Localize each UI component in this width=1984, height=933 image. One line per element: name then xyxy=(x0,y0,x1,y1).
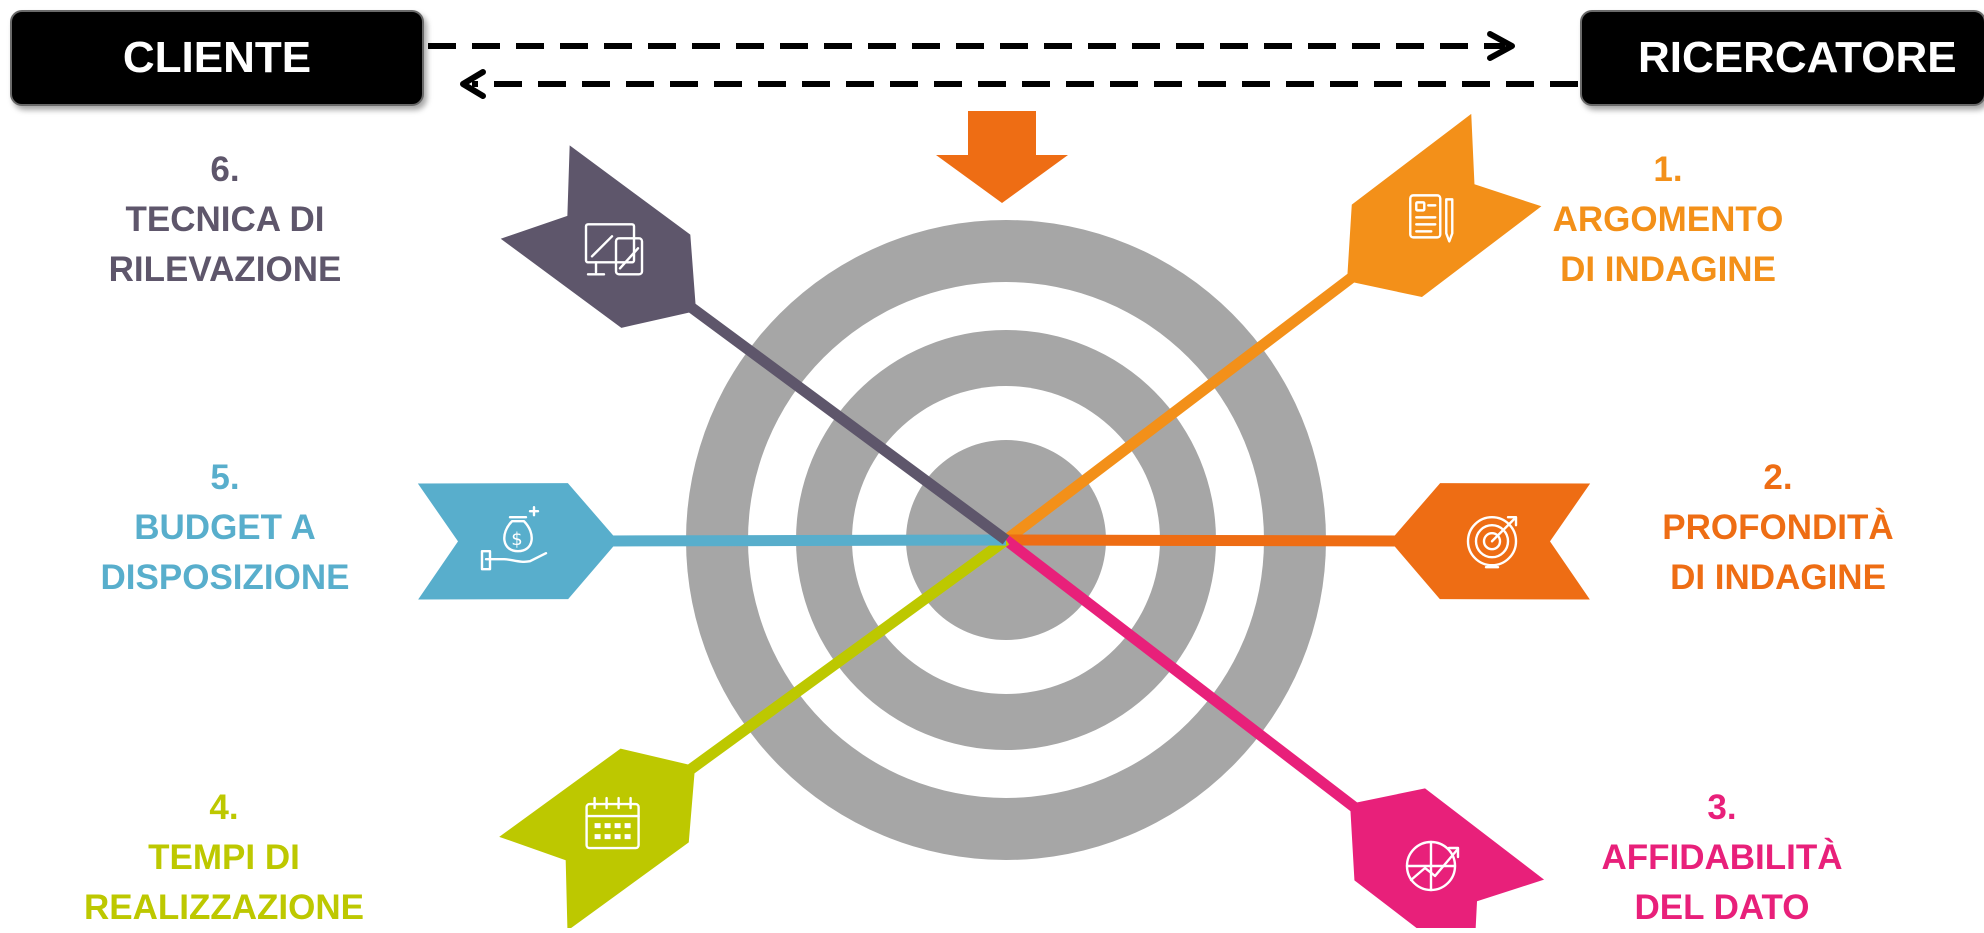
step-1-label: 1. ARGOMENTO DI INDAGINE xyxy=(1553,145,1784,295)
step-6-title-line-2: RILEVAZIONE xyxy=(109,245,342,295)
arrow-fletching-5: $ xyxy=(418,483,618,600)
arrow-fletching-6 xyxy=(501,145,731,357)
step-5-title-line-1: BUDGET A xyxy=(101,503,350,553)
arrow-fletching-4 xyxy=(499,719,729,928)
svg-text:$: $ xyxy=(511,529,522,550)
step-5-label: 5. BUDGET A DISPOSIZIONE xyxy=(101,453,350,603)
top-down-arrow-icon xyxy=(936,111,1068,203)
step-1-number: 1. xyxy=(1553,145,1784,195)
step-3-number: 3. xyxy=(1601,783,1842,833)
step-3-title-line-2: DEL DATO xyxy=(1601,883,1842,933)
bidirectional-dashed-arrows xyxy=(428,34,1578,96)
step-6-label: 6. TECNICA DI RILEVAZIONE xyxy=(109,145,342,295)
step-6-number: 6. xyxy=(109,145,342,195)
step-3-label: 3. AFFIDABILITÀ DEL DATO xyxy=(1601,783,1842,933)
step-4-number: 4. xyxy=(84,783,364,833)
arrow-shaft-2 xyxy=(1006,540,1400,541)
step-4-title-line-2: REALIZZAZIONE xyxy=(84,883,364,933)
step-1-title-line-2: DI INDAGINE xyxy=(1553,245,1784,295)
step-2-title-line-1: PROFONDITÀ xyxy=(1662,503,1893,553)
step-5-number: 5. xyxy=(101,453,350,503)
step-6-title-line-1: TECNICA DI xyxy=(109,195,342,245)
arrow-fletching-1 xyxy=(1312,114,1541,327)
step-3-title-line-1: AFFIDABILITÀ xyxy=(1601,833,1842,883)
arrow-shaft-5 xyxy=(608,540,1006,541)
step-2-number: 2. xyxy=(1662,453,1893,503)
arrow-fletching-3 xyxy=(1315,758,1544,928)
step-4-title-line-1: TEMPI DI xyxy=(84,833,364,883)
step-2-title-line-2: DI INDAGINE xyxy=(1662,553,1893,603)
step-1-title-line-1: ARGOMENTO xyxy=(1553,195,1784,245)
step-2-label: 2. PROFONDITÀ DI INDAGINE xyxy=(1662,453,1893,603)
step-4-label: 4. TEMPI DI REALIZZAZIONE xyxy=(84,783,364,933)
arrow-fletching-2 xyxy=(1390,483,1590,600)
step-5-title-line-2: DISPOSIZIONE xyxy=(101,553,350,603)
